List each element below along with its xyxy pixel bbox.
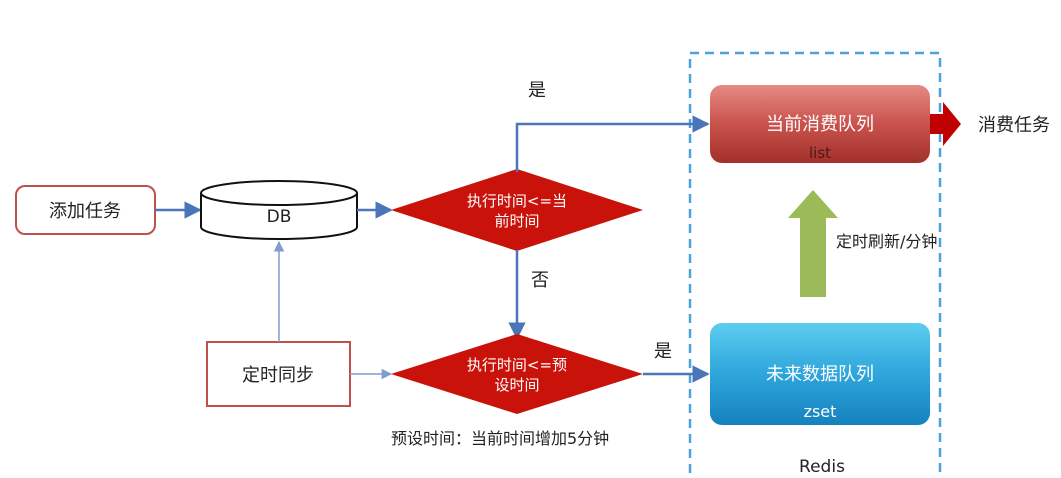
consume-arrow	[930, 102, 961, 146]
redis-container	[688, 51, 942, 478]
refresh-up-arrow	[788, 190, 838, 297]
consume-task-label: 消费任务	[978, 115, 1050, 136]
yes-bottom-label: 是	[654, 341, 672, 362]
future-queue-title: 未来数据队列	[766, 364, 874, 385]
db-cylinder	[200, 180, 358, 240]
future-queue-type: zset	[804, 402, 837, 421]
decision-now-line2: 前时间	[494, 212, 539, 230]
future-queue-box	[710, 323, 930, 425]
arrow-yes-to-current-queue	[515, 115, 710, 172]
decision-preset	[391, 334, 643, 414]
decision-now-line1: 执行时间<=当	[467, 192, 567, 210]
timed-sync-label: 定时同步	[242, 365, 314, 386]
redis-label: Redis	[799, 457, 845, 477]
decision-now	[391, 169, 643, 251]
current-queue-box	[710, 85, 930, 163]
decision-preset-line1: 执行时间<=预	[467, 356, 567, 374]
db-label: DB	[267, 207, 292, 227]
decision-preset-line2: 设时间	[494, 376, 539, 394]
current-queue-title: 当前消费队列	[766, 114, 874, 135]
add-task-label: 添加任务	[49, 201, 121, 222]
refresh-label: 定时刷新/分钟	[836, 232, 937, 251]
yes-top-label: 是	[528, 80, 546, 101]
no-label: 否	[531, 270, 549, 291]
current-queue-type: list	[809, 144, 831, 162]
preset-time-note: 预设时间：当前时间增加5分钟	[391, 429, 609, 448]
